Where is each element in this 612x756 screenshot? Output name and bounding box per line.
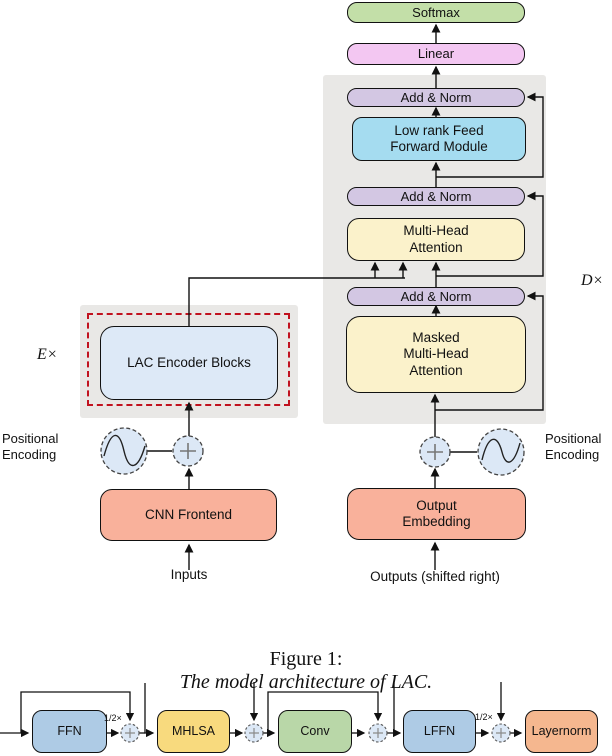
positional-encoding-label-left: Positional Encoding (2, 431, 59, 462)
encoder-to-decoder-connection (188, 261, 408, 326)
positional-encoding-sine-left (100, 427, 148, 475)
linear-block: Linear (347, 43, 525, 65)
layernorm-block: Layernorm (525, 710, 598, 753)
decoder-flow-arrows (430, 23, 441, 437)
softmax-block: Softmax (347, 2, 525, 23)
conformer-strip-arrows (0, 682, 523, 738)
encoder-multiplier-label: E× (37, 346, 58, 363)
output-embedding-block: Output Embedding (347, 488, 526, 540)
add-norm-bottom-block: Add & Norm (347, 287, 525, 306)
ffn-block: FFN (32, 710, 107, 753)
encoder-input-arrows (147, 401, 194, 570)
inputs-label: Inputs (170, 567, 208, 582)
cnn-frontend-block: CNN Frontend (100, 489, 277, 541)
conformer-add-circles (120, 723, 511, 743)
decoder-input-arrows (430, 451, 477, 570)
figure-caption-number: Figure 1: (269, 648, 343, 670)
lac-encoder-blocks: LAC Encoder Blocks (100, 326, 278, 400)
mhlsa-block: MHLSA (157, 710, 230, 753)
outputs-label: Outputs (shifted right) (370, 569, 500, 584)
lffn-block: LFFN (403, 710, 476, 753)
half-scale-label-right: 1/2× (475, 712, 493, 722)
positional-encoding-sine-right (477, 428, 525, 476)
decoder-residual-loops (435, 92, 544, 411)
half-scale-label-left: 1/2× (104, 713, 122, 723)
figure-caption: Figure 1: The model architecture of LAC. (0, 625, 612, 694)
add-norm-top-block: Add & Norm (347, 88, 525, 107)
multi-head-attention-block: Multi-Head Attention (347, 218, 525, 261)
add-circle-left (172, 435, 204, 467)
add-norm-mid-block: Add & Norm (347, 187, 525, 206)
decoder-multiplier-label: D× (581, 272, 604, 289)
low-rank-feed-forward-block: Low rank Feed Forward Module (352, 117, 526, 161)
add-circle-right (419, 436, 451, 468)
figure-caption-text: The model architecture of LAC. (179, 671, 433, 693)
positional-encoding-label-right: Positional Encoding (545, 431, 602, 462)
masked-multi-head-attention-block: Masked Multi-Head Attention (346, 316, 526, 393)
conv-block: Conv (278, 710, 352, 753)
